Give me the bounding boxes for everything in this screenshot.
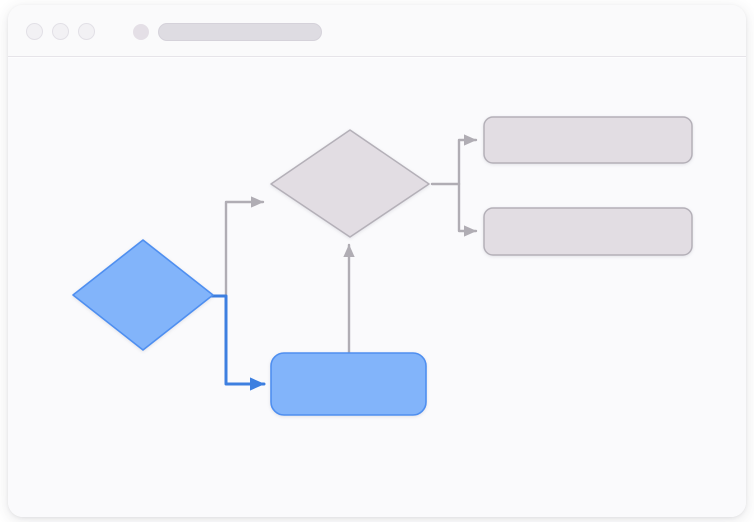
flowchart-canvas[interactable] bbox=[8, 58, 746, 517]
window-controls bbox=[26, 23, 95, 40]
browser-window bbox=[8, 5, 746, 517]
close-dot-icon[interactable] bbox=[26, 23, 43, 40]
node-outcome-top[interactable] bbox=[483, 116, 693, 164]
edge-branch-to-outcome-top bbox=[457, 134, 478, 186]
minimize-dot-icon[interactable] bbox=[52, 23, 69, 40]
edge-branch-to-outcomes[interactable] bbox=[430, 134, 478, 237]
node-outcome-bottom[interactable] bbox=[483, 207, 693, 256]
flowchart-svg bbox=[72, 116, 693, 416]
address-bar-input[interactable] bbox=[158, 23, 322, 41]
edge-start-to-process[interactable] bbox=[207, 294, 266, 391]
node-start-decision[interactable] bbox=[72, 239, 214, 351]
node-branch-decision[interactable] bbox=[270, 129, 430, 238]
node-process-primary[interactable] bbox=[270, 352, 427, 416]
maximize-dot-icon[interactable] bbox=[78, 23, 95, 40]
edge-branch-to-outcome-bottom bbox=[457, 182, 478, 237]
tab-dot-icon[interactable] bbox=[133, 24, 149, 40]
edge-start-to-branch[interactable] bbox=[224, 196, 265, 298]
title-bar bbox=[8, 5, 746, 57]
